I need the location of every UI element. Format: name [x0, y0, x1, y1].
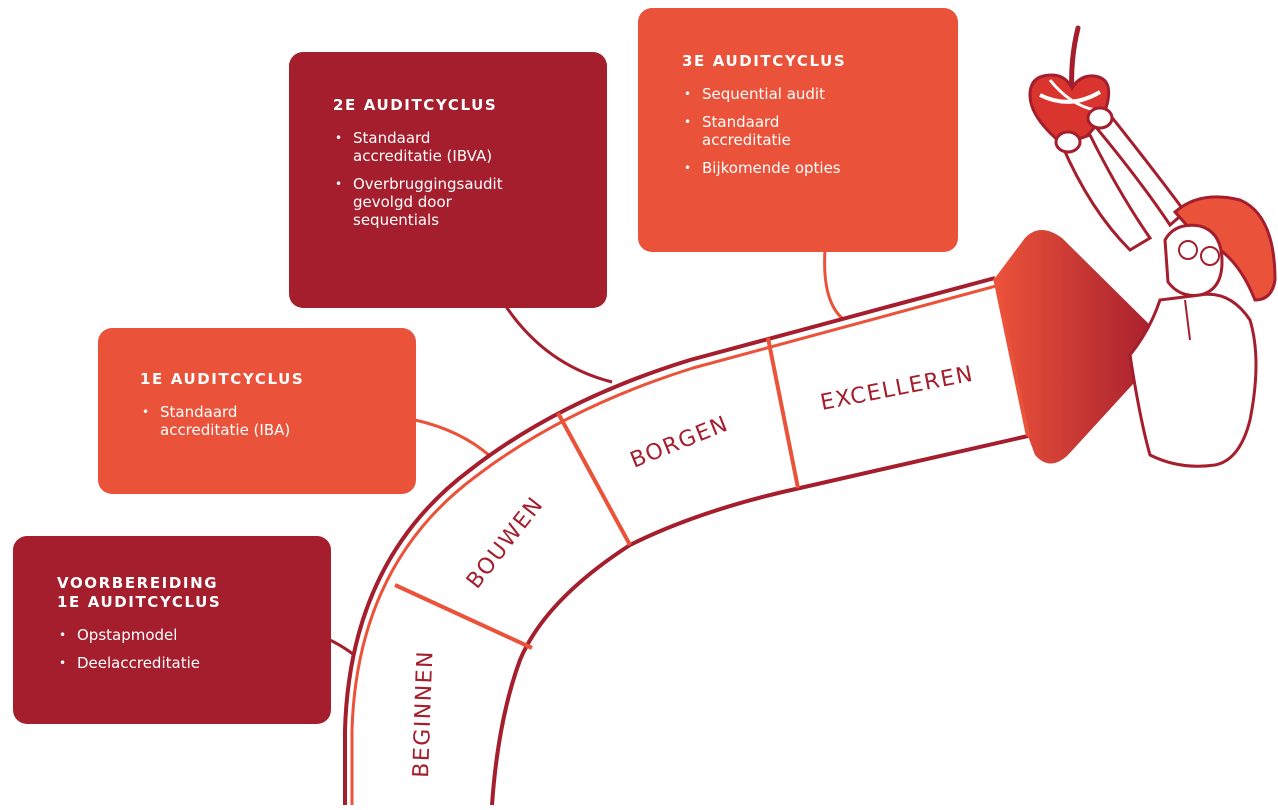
list-item: Standaard accreditatie (IBVA)	[333, 129, 607, 165]
connector-cyclus1	[414, 418, 491, 458]
heart-icon	[1028, 73, 1111, 152]
list-item: Standaard accreditatie (IBA)	[140, 403, 416, 439]
list-item: Opstapmodel	[57, 626, 331, 644]
list-item: Deelaccreditatie	[57, 654, 331, 672]
step-beginnen: BEGINNEN	[409, 650, 438, 779]
box-cyclus3-title: 3E AUDITCYCLUS	[682, 52, 847, 70]
box-cyclus2: 2E AUDITCYCLUS Standaard accreditatie (I…	[289, 52, 607, 308]
road-body	[345, 278, 1028, 805]
list-item: Bijkomende opties	[682, 159, 958, 177]
connector-cyclus3	[823, 249, 844, 320]
box-voorbereiding-list: Opstapmodel Deelaccreditatie	[57, 626, 331, 672]
box-voorbereiding: VOORBEREIDING 1E AUDITCYCLUS Opstapmodel…	[13, 536, 331, 724]
arrow-head	[995, 230, 1162, 464]
list-item: Sequential audit	[682, 85, 958, 103]
person-with-heart-illustration	[1028, 25, 1277, 468]
box-voorbereiding-title: VOORBEREIDING 1E AUDITCYCLUS	[57, 574, 222, 611]
box-cyclus2-title: 2E AUDITCYCLUS	[333, 96, 498, 114]
list-item: Standaard accreditatie	[682, 113, 958, 149]
box-cyclus2-list: Standaard accreditatie (IBVA) Overbruggi…	[333, 129, 607, 229]
box-cyclus1-list: Standaard accreditatie (IBA)	[140, 403, 416, 439]
connector-cyclus2	[503, 304, 613, 384]
box-cyclus1-title: 1E AUDITCYCLUS	[140, 370, 305, 388]
list-item: Overbruggingsaudit gevolgd door sequenti…	[333, 175, 607, 229]
box-cyclus3: 3E AUDITCYCLUS Sequential audit Standaar…	[638, 8, 958, 252]
box-cyclus3-list: Sequential audit Standaard accreditatie …	[682, 85, 958, 177]
box-cyclus1: 1E AUDITCYCLUS Standaard accreditatie (I…	[98, 328, 416, 494]
